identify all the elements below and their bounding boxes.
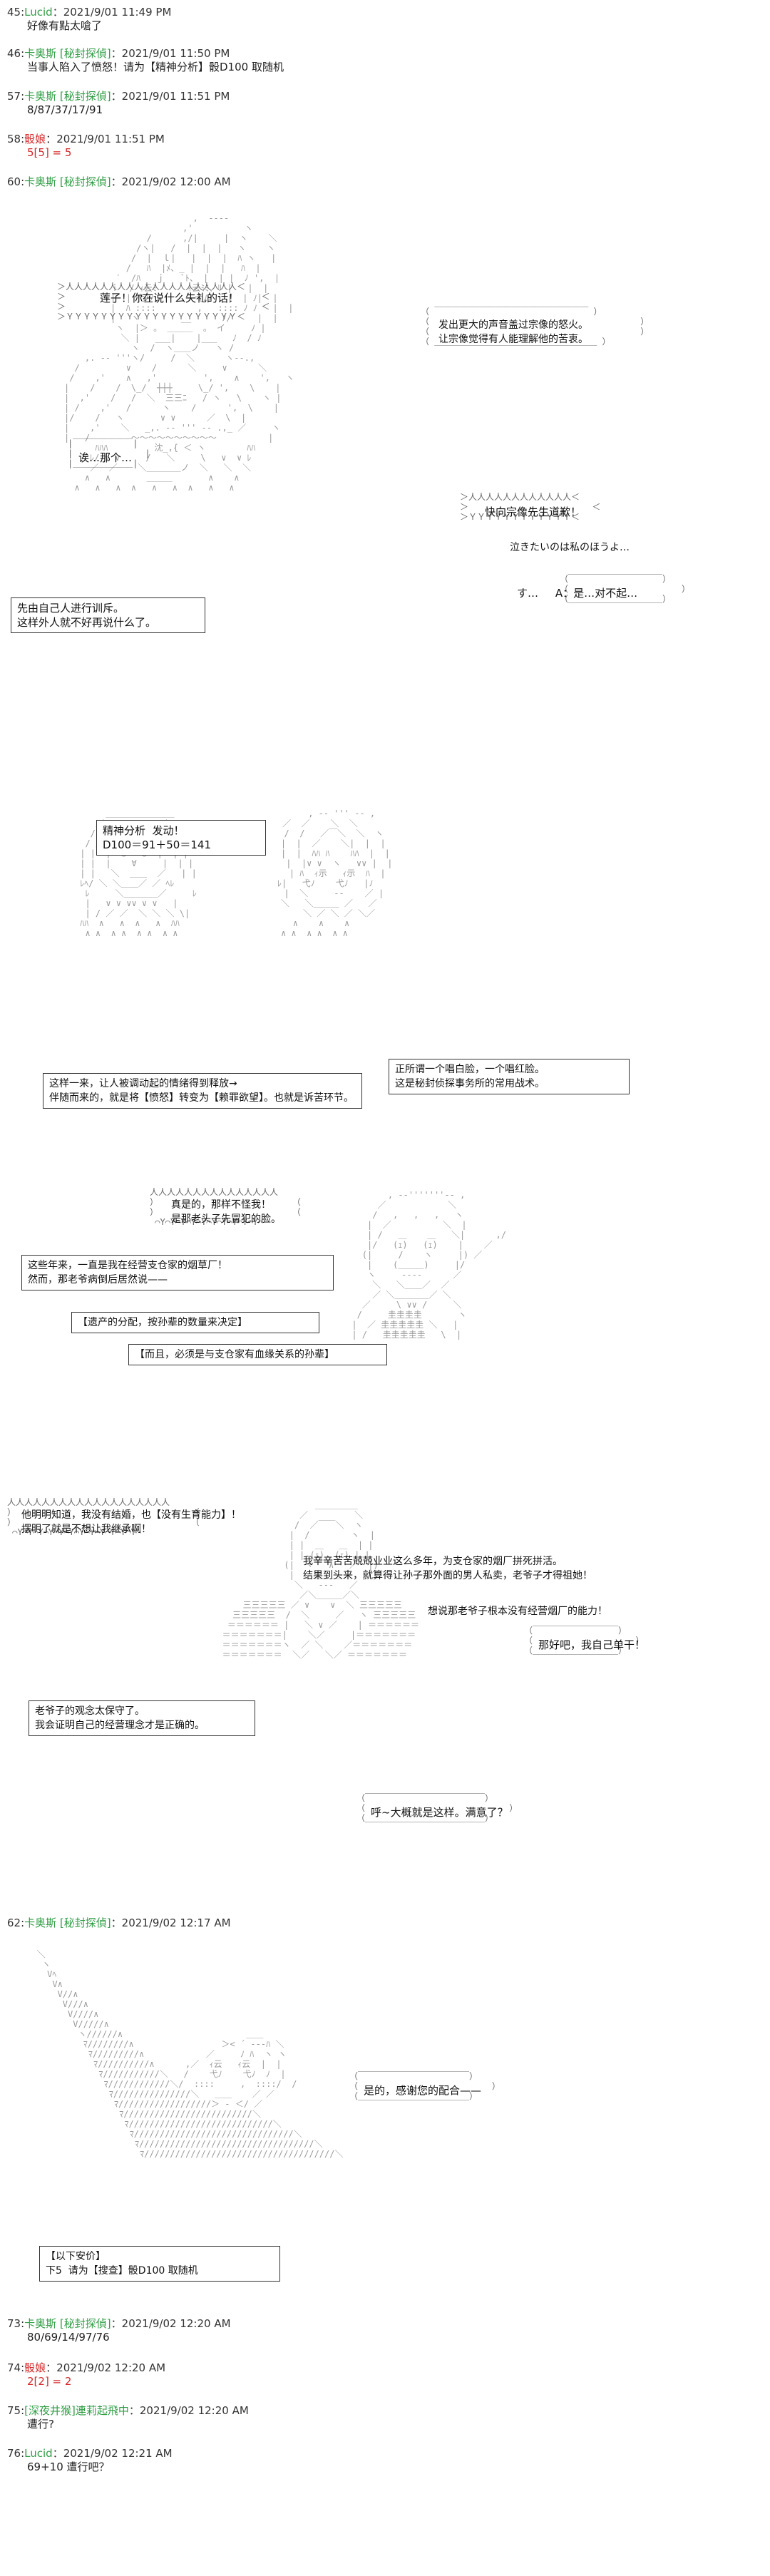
post-45: 45:Lucid：2021/9/01 11:49 PM 好像有點太嗆了	[7, 6, 172, 32]
dice-results: 8/87/37/17/91	[27, 103, 103, 116]
post-60: 60:卡奥斯 [秘封探偵]：2021/9/02 12:00 AM	[7, 175, 231, 188]
post-46: 46:卡奥斯 [秘封探偵]：2021/9/01 11:50 PM 当事人陷入了愤…	[7, 47, 284, 73]
dice-result: 2[2] = 2	[27, 2375, 72, 2388]
narration-bloodline: 【而且，必须是与支仓家有血缘关系的孙辈】	[128, 1344, 387, 1365]
speech-bubble-outline: ＞人人人人人人人人人人人人＜ ＞ ＜ ＞ＹＹＹＹＹＹＹＹＹＹＹＹ＜	[460, 492, 601, 522]
post-73: 73:卡奥斯 [秘封探偵]：2021/9/02 12:20 AM 80/69/1…	[7, 2317, 231, 2344]
ascii-art-scene-3: , -‐'''''''‐- , ／ ＼ / , , , ヽ | ／ ＼ | | …	[351, 1190, 506, 1340]
poster-name[interactable]: 骰娘	[24, 133, 46, 145]
speech-bubble-outline: ＞人人人人人人人人人人人人人人人人人人人人＜ ＞ ＜ ＞ ＜ ＞ＹＹＹＹＹＹＹＹ…	[57, 282, 270, 322]
speech-bubble-outline: 人人人人人人人人人人人人人人人 ） （ ） （ ⌒Y⌒Y⌒Y⌒Y⌒Y⌒Y⌒Y⌒Y…	[150, 1187, 301, 1227]
post-62: 62:卡奥斯 [秘封探偵]：2021/9/02 12:17 AM	[7, 1916, 231, 1929]
speech-bubble-not-my-fault: 真是的，那样不怪我！ 是那老头子先冒犯的脸。	[171, 1199, 281, 1225]
dice-results: 80/69/14/97/76	[27, 2331, 110, 2344]
post-time: 2021/9/01 11:49 PM	[63, 6, 172, 19]
speech-bubble-fine: 那好吧，我自己单干！	[538, 1638, 646, 1651]
ascii-art-scene-5: ＼ ヽ Vﾍ V∧ V//∧ V///∧ V////∧ V/////∧ ヽ///…	[36, 1949, 344, 2159]
poster-name[interactable]: 卡奥斯 [秘封探偵]	[24, 47, 111, 60]
narration-box-scold: 先由自己人进行训斥。 这样外人就不好再说什么了。	[11, 597, 205, 633]
todo-box: 【以下安价】 下5 请为【搜查】骰D100 取随机	[39, 2246, 280, 2282]
post-76: 76:Lucid：2021/9/02 12:21 AM 69+10 遭行吧？	[7, 2447, 173, 2473]
dice-result: 5[5] = 5	[27, 146, 72, 159]
post-body: 当事人陷入了愤怒！请为【精神分析】骰D100 取随机	[27, 61, 284, 73]
speech-bubble-outline: （￣￣￣￣￣￣￣￣￣￣） （ ） （＿＿＿＿＿＿＿＿＿＿）	[524, 1626, 645, 1656]
poster-name[interactable]: 卡奥斯 [秘封探偵]	[24, 90, 111, 103]
speech-bubble-bg: 想说那老爷子根本没有经营烟厂的能力！	[428, 1606, 607, 1617]
speech-bubble-bottom: 呼~大概就是这样。满意了？	[371, 1806, 508, 1819]
speech-bubble-that: 诶…那个…	[78, 451, 133, 464]
post-number: 45	[7, 6, 21, 19]
poster-name[interactable]: 骰娘	[24, 2361, 46, 2374]
speech-bubble-outline: 人人人人人人人人人人人人人人人人人人人 ） （ ） （ ⌒Y⌒Y⌒Y⌒Y⌒Y⌒Y…	[7, 1497, 200, 1537]
speech-bubble-outline: （￣￣￣￣￣￣￣￣￣￣￣￣￣） （ ） （＿＿＿＿＿＿＿＿＿＿＿＿＿）	[349, 2071, 500, 2101]
speech-bubble-outline: （￣￣￣￣￣￣￣￣￣￣￣） （ ） （＿＿＿＿＿＿＿＿＿＿＿）	[560, 574, 690, 604]
post-74: 74:骰娘：2021/9/02 12:20 AM 2[2] = 2	[7, 2361, 166, 2388]
result-box: 这样一来，让人被调动起的情绪得到释放→ 伴随而来的，就是将【愤怒】转变为【赖罪欲…	[43, 1073, 362, 1109]
narration-heritage: 【遗产的分配，按孙辈的数量来决定】	[71, 1312, 319, 1333]
speech-bubble-thanks: 是的，感谢您的配合——	[364, 2084, 482, 2097]
speech-bubble-left: 他明明知道，我没有结婚，也【没有生育能力】！ 摆明了就是不想让我继承啊！	[21, 1509, 241, 1535]
poster-name[interactable]: 卡奥斯 [秘封探偵]	[24, 175, 111, 188]
post-body: 好像有點太嗆了	[27, 19, 103, 32]
post-57: 57:卡奥斯 [秘封探偵]：2021/9/01 11:51 PM 8/87/37…	[7, 90, 230, 116]
speech-bubble-jp: 泣きたいのは私のほうよ…	[510, 542, 630, 553]
speech-bubble-right: 我辛辛苦苦兢兢业业这么多年，为支仓家的烟厂拼死拼活。 结果到头来，就算得让孙子那…	[303, 1556, 592, 1581]
analysis-box: 精神分析 发动！ D100＝91＋50＝141	[96, 820, 266, 856]
speech-bubble-lianzi: 莲子！你在说什么失礼的话！	[100, 292, 240, 304]
post-75: 75:[深夜井猴]連莉起飛中：2021/9/02 12:20 AM 遭行?	[7, 2404, 249, 2431]
speech-bubble-outline: |￣￣￣￣￣￣￣| | | |＿＿＿＿＿＿＿|	[68, 438, 150, 468]
narration-years: 这些年来，一直是我在经营支仓家的烟草厂！ 然而，那老爷病倒后居然说——	[21, 1255, 334, 1290]
poster-name[interactable]: 卡奥斯 [秘封探偵]	[24, 2317, 111, 2330]
ascii-art-scene-4: ＿＿＿＿＿ ／ ＼ / ／￣￣＼ ヽ | / ヽ | | | ＿ ＿ | | |…	[222, 1500, 420, 1660]
post-body: 69+10 遭行吧？	[27, 2460, 110, 2473]
speech-bubble-outline: （ ￣￣￣￣￣￣￣￣￣￣￣￣￣￣￣￣￣￣ ） （ ） （ ） （ ＿＿＿＿＿＿＿…	[421, 307, 650, 347]
poster-name[interactable]: Lucid	[24, 6, 53, 19]
speech-bubble-outline: （￣￣￣￣￣￣￣￣￣￣￣￣￣￣） （ ） （＿＿＿＿＿＿＿＿＿＿＿＿＿＿）	[356, 1793, 518, 1823]
poster-name[interactable]: 卡奥斯 [秘封探偵]	[24, 1916, 111, 1929]
poster-name[interactable]: Lucid	[24, 2447, 53, 2460]
poster-name[interactable]: [深夜井猴]連莉起飛中	[24, 2404, 129, 2417]
speech-bubble-apology: 快向宗像先生道歉！	[485, 506, 582, 518]
narration-conservative: 老爷子的观念太保守了。 我会证明自己的经营理念才是正确的。	[29, 1700, 255, 1736]
tactic-box: 正所谓一个唱白脸，一个唱红脸。 这是秘封侦探事务所的常用战术。	[389, 1059, 630, 1094]
post-58: 58:骰娘：2021/9/01 11:51 PM 5[5] = 5	[7, 133, 165, 159]
post-body: 遭行?	[27, 2418, 54, 2431]
ascii-art-scene-1: , ---- ,' ヽ / ,/| | ヽ ＼ /ヽ| / | | | ヽ ヽ …	[64, 213, 294, 493]
speech-bubble-sorry: す… A：是…对不起…	[517, 587, 638, 600]
speech-bubble-anger: 发出更大的声音盖过宗像的怒火。 让宗像觉得有人能理解他的苦衷。	[438, 319, 588, 345]
